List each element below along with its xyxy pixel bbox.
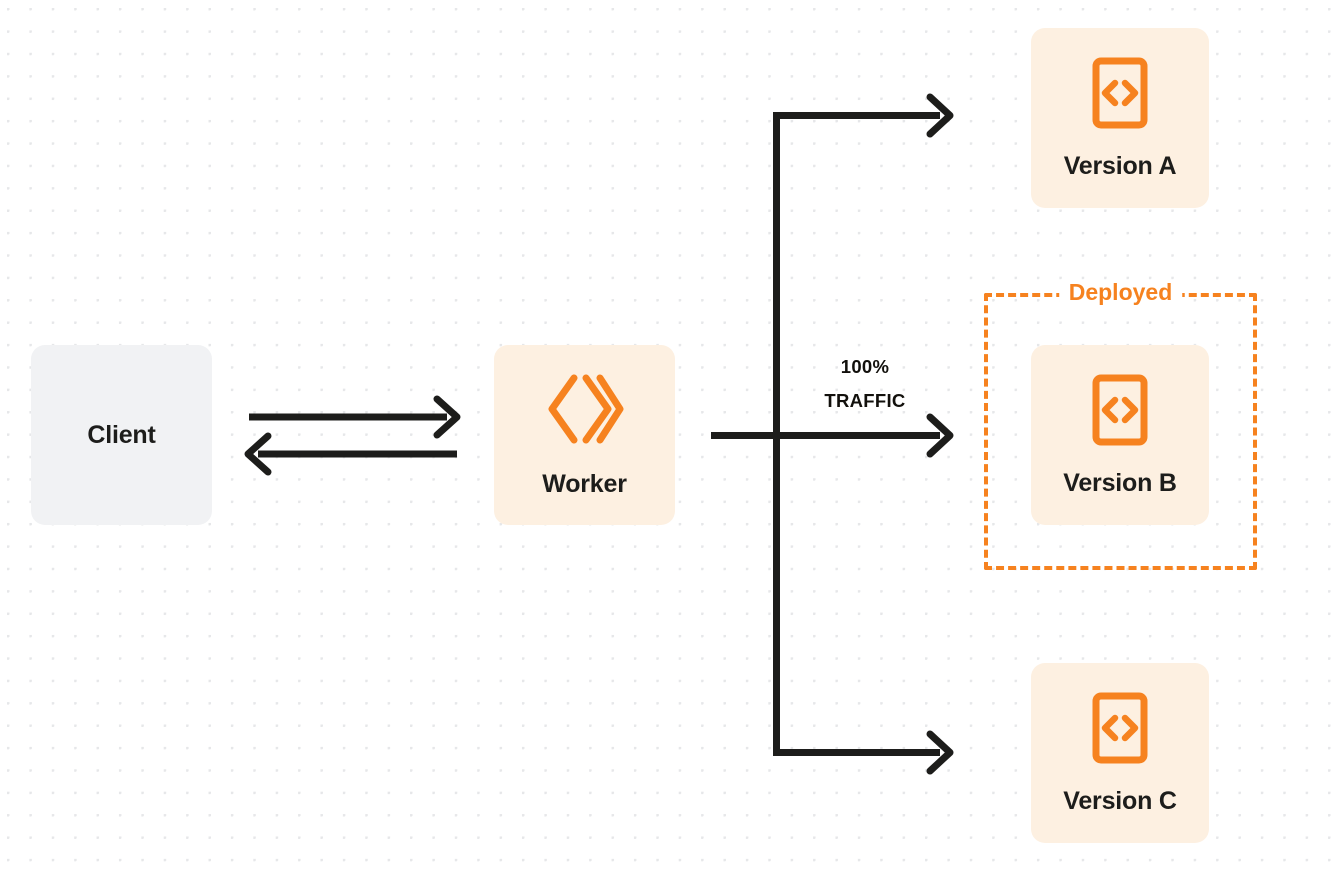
edge-client-to-worker [249, 395, 461, 439]
edge-trunk-to-version-c [773, 730, 954, 775]
group-deployed-label: Deployed [1058, 281, 1183, 304]
node-version-c-label: Version C [1063, 787, 1177, 815]
group-deployed: Deployed [984, 281, 1257, 570]
traffic-word: TRAFFIC [824, 389, 906, 411]
edge-worker-to-version-b [711, 413, 954, 458]
node-version-a-label: Version A [1063, 152, 1177, 180]
node-worker-label: Worker [542, 470, 627, 498]
edge-worker-to-client [244, 432, 457, 476]
traffic-label: 100% TRAFFIC [790, 350, 940, 417]
node-client[interactable]: Client [31, 345, 212, 525]
node-version-b[interactable]: Version B [1031, 345, 1209, 525]
traffic-percent: 100% [840, 356, 890, 377]
node-version-a[interactable]: Version A [1031, 28, 1209, 208]
code-file-icon [1092, 57, 1148, 134]
node-version-c[interactable]: Version C [1031, 663, 1209, 843]
node-version-b-label: Version B [1063, 469, 1177, 497]
node-client-label: Client [87, 420, 156, 449]
cloudflare-workers-icon [546, 373, 624, 450]
edge-trunk-to-version-a [773, 93, 954, 138]
code-file-icon [1092, 374, 1148, 451]
node-worker[interactable]: Worker [494, 345, 675, 525]
code-file-icon [1092, 692, 1148, 769]
